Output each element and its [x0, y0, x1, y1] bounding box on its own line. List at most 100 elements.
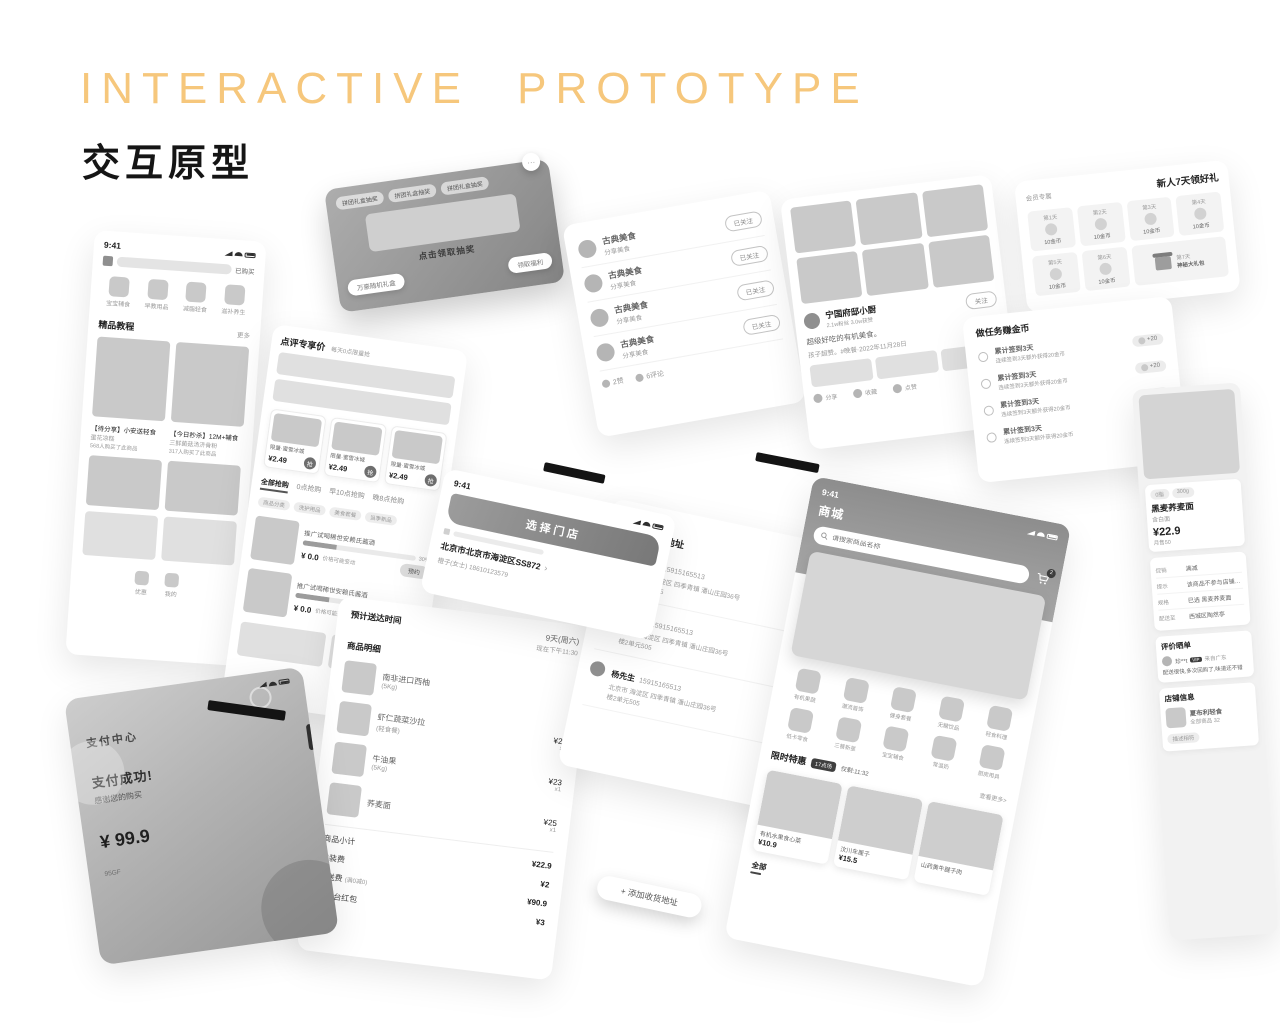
wifi-icon	[1036, 531, 1046, 538]
tab-underline	[750, 871, 762, 876]
product-card[interactable]: 【今日秒杀】12M+辅食 三鲜菌菇汤济骨粉 317人购买了此商品	[169, 428, 244, 460]
radio-icon[interactable]	[977, 351, 989, 363]
favorite-icon	[852, 388, 863, 399]
promo-price: ¥ 0.0	[300, 550, 320, 562]
search-bar[interactable]	[812, 525, 1031, 585]
status-icons	[258, 678, 290, 687]
photo[interactable]	[927, 234, 995, 288]
category-item[interactable]: 早教用品	[138, 278, 177, 311]
add-address-button[interactable]: + 添加收货地址	[595, 874, 704, 920]
filter-chip[interactable]: 美食套餐	[328, 506, 362, 521]
thumbnail[interactable]	[874, 350, 940, 380]
photo[interactable]	[862, 242, 929, 297]
photo-grid	[790, 184, 995, 305]
cart-button[interactable]: 2	[1034, 568, 1057, 586]
product-image[interactable]	[82, 511, 159, 560]
product-image[interactable]	[161, 516, 238, 566]
day-label: 第4天	[1191, 199, 1207, 207]
product-card[interactable]: 【待分享】小安送轻食 蛋花凉糕 568人购买了此商品	[90, 422, 165, 454]
item-price: ¥25	[543, 817, 558, 828]
signin-day-final[interactable]: 第7天神秘大礼包	[1130, 236, 1230, 286]
product-image[interactable]	[164, 460, 241, 516]
category-item[interactable]: 健身套餐	[878, 684, 928, 725]
tab-0am[interactable]: 0点抢购	[296, 483, 322, 495]
status-icons	[633, 519, 664, 530]
category-icon	[147, 278, 169, 301]
flash-subtitle: 每天0点限量抢	[330, 347, 371, 359]
product-card[interactable]: 有机水果食心菜¥10.9	[752, 769, 843, 865]
coin-label: 10金币	[1093, 233, 1112, 241]
signal-icon	[633, 519, 642, 526]
filter-chip[interactable]: 当季新品	[364, 511, 398, 526]
photo[interactable]	[921, 184, 989, 238]
search-input[interactable]	[116, 256, 232, 275]
category-item[interactable]: 滋补养生	[215, 284, 254, 317]
category-item[interactable]: 有机果蔬	[782, 666, 832, 707]
grab-button[interactable]: 抢	[423, 473, 438, 488]
nav-item-deals[interactable]: 优惠	[134, 570, 150, 597]
category-item[interactable]: 轻食料理	[974, 703, 1024, 744]
follow-button[interactable]: 关注	[964, 290, 998, 311]
product-card[interactable]: 山药黄牛腱子肉	[913, 800, 1004, 896]
filter-chip[interactable]: 商品分类	[257, 496, 291, 511]
tab-all-sessions[interactable]: 全部抢购	[259, 476, 290, 494]
radio-icon[interactable]	[986, 432, 998, 444]
tab-8pm[interactable]: 晚8点抢购	[371, 494, 405, 506]
product-card[interactable]: 汶川车厘子¥15.5	[832, 785, 924, 881]
gift-icon	[1155, 255, 1173, 271]
grab-button[interactable]: 抢	[303, 456, 317, 471]
filter-chip[interactable]: 洗护用品	[293, 501, 327, 516]
followed-button[interactable]: 已关注	[723, 210, 764, 233]
day-label: 第5天	[1047, 259, 1063, 267]
category-item[interactable]: 减脂轻食	[176, 281, 215, 314]
store-row[interactable]: 夏布利轻食 全部商品 32	[1165, 703, 1252, 729]
tab-10am[interactable]: 早10点抢购	[328, 488, 366, 501]
photo[interactable]	[796, 250, 863, 305]
share-action[interactable]: 分享	[812, 392, 838, 404]
product-detail-screen: 0脂 300g 黑麦荞麦面 含白面 ¥22.9 月售50 促销满减 提示该商品不…	[1132, 382, 1279, 941]
claim-benefit-button[interactable]: 领取福利	[507, 252, 554, 275]
order-screen: 预计送达时间 9天(周六) 现在下午11:30 商品明细 南非进口西柚(5Kg)…	[296, 596, 595, 981]
menu-icon[interactable]	[102, 255, 114, 267]
like-action[interactable]: 点赞	[892, 382, 917, 394]
favorite-action[interactable]: 收藏	[852, 387, 878, 399]
product-image[interactable]	[85, 455, 163, 511]
row-label: 配送至	[1158, 615, 1176, 623]
gift-box-button[interactable]: 万豪随机礼盒	[346, 272, 406, 297]
more-link[interactable]: 更多	[236, 332, 251, 341]
thumbnail[interactable]	[809, 358, 874, 388]
nav-item-profile[interactable]: 我的	[164, 572, 180, 599]
photo[interactable]	[790, 200, 857, 254]
category-item[interactable]: 无糖饮品	[926, 694, 976, 735]
category-item[interactable]: 潮流首饰	[830, 675, 880, 716]
eta-label: 预计送达时间	[350, 609, 403, 626]
followed-button[interactable]: 已关注	[729, 244, 770, 268]
checkbox-icon[interactable]	[443, 527, 451, 536]
product-hero-image	[1138, 388, 1241, 480]
likes-label: 2赞	[612, 377, 625, 387]
category-item[interactable]: 宝宝辅食	[100, 276, 139, 309]
comments-counter[interactable]: 6评论	[634, 369, 665, 384]
lottery-pill: 拼团礼盒抽奖	[440, 176, 490, 196]
followed-button[interactable]: 已关注	[735, 279, 776, 302]
likes-counter[interactable]: 2赞	[601, 376, 624, 390]
coin-icon	[1049, 267, 1063, 281]
followed-button[interactable]: 已关注	[741, 313, 782, 337]
product-image[interactable]	[170, 341, 250, 427]
radio-icon[interactable]	[983, 405, 995, 417]
photo[interactable]	[855, 192, 923, 246]
product-image[interactable]	[92, 336, 171, 422]
radio-icon[interactable]	[980, 378, 992, 390]
purchased-link[interactable]: 已购买	[234, 267, 255, 277]
grab-button[interactable]: 抢	[363, 465, 378, 479]
